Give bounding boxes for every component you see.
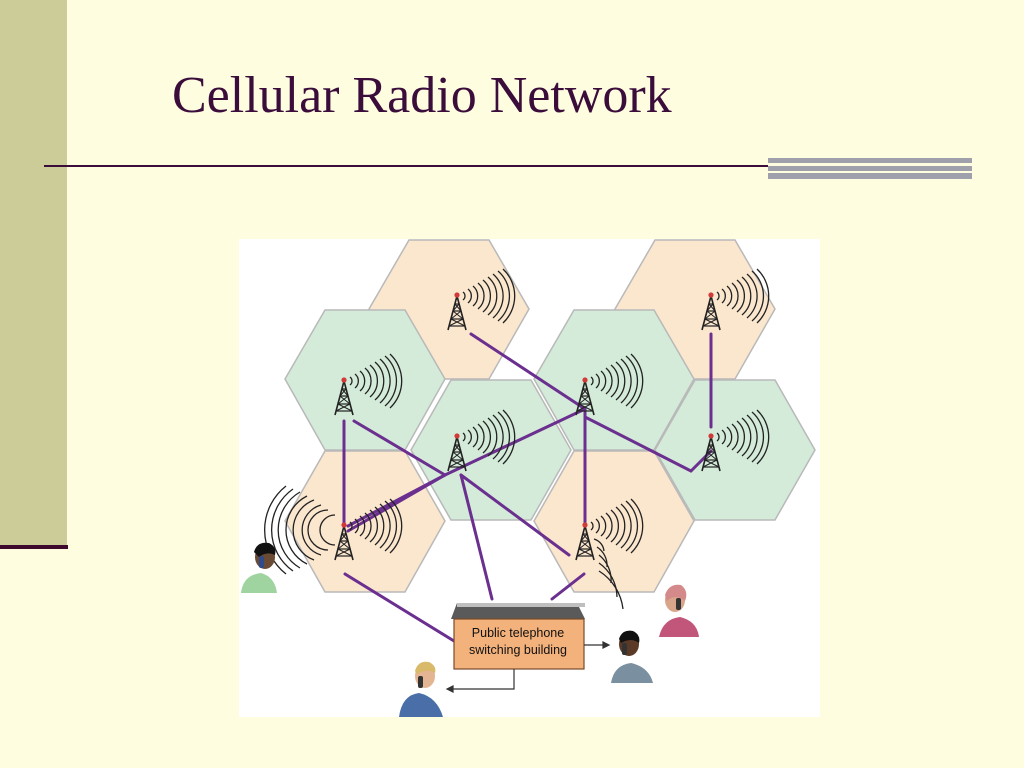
phone-user-icon xyxy=(659,584,699,637)
side-accent-bar xyxy=(0,0,67,548)
title-divider xyxy=(44,165,768,167)
network-link xyxy=(550,572,586,601)
phone-user-icon xyxy=(399,661,443,717)
title-divider-accent xyxy=(768,158,972,179)
switching-building-label: Public telephone switching building xyxy=(459,625,577,659)
network-link xyxy=(459,473,571,557)
building-label-line1: Public telephone xyxy=(471,626,565,640)
cell-hex xyxy=(654,379,816,521)
cell-hex xyxy=(410,379,572,521)
signal-waves xyxy=(264,485,624,610)
network-link xyxy=(343,572,456,643)
side-accent-line xyxy=(0,545,68,549)
network-link xyxy=(469,332,587,411)
network-link xyxy=(689,449,713,473)
cellular-network-diagram: Public telephone switching building xyxy=(239,239,820,717)
network-link xyxy=(583,415,693,473)
phone-user-icon xyxy=(241,542,277,593)
network-link xyxy=(352,419,447,477)
network-link xyxy=(459,473,494,601)
slide-title: Cellular Radio Network xyxy=(172,67,672,124)
building-label-line2: switching building xyxy=(469,643,567,657)
switching-building-icon xyxy=(451,603,585,670)
phone-user-icon xyxy=(611,630,653,683)
